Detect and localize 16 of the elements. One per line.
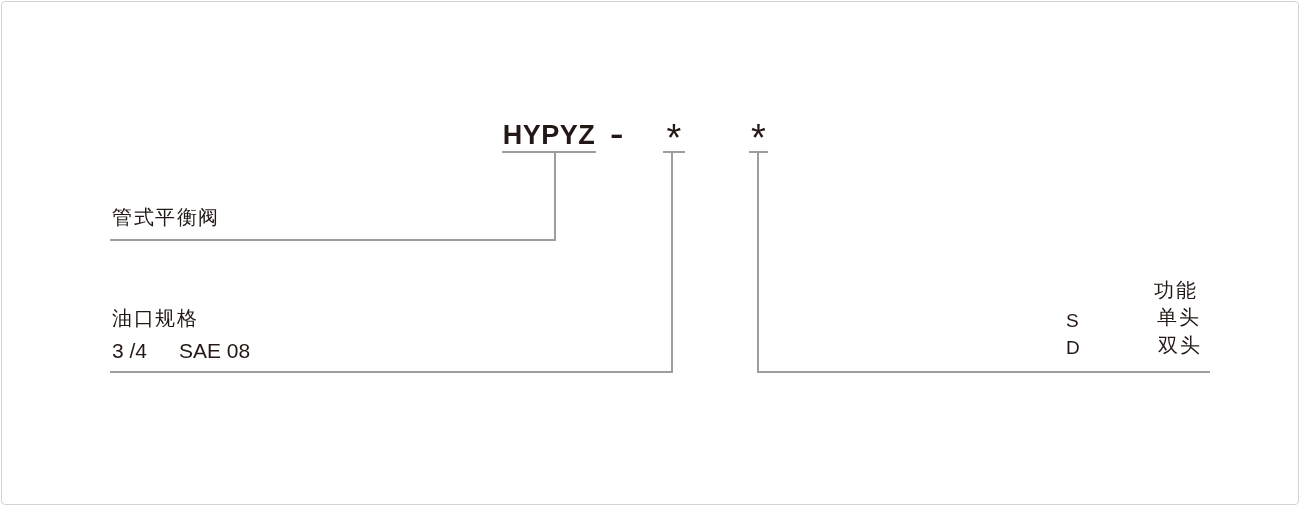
option-code: D xyxy=(1066,336,1080,360)
placeholder-field: * xyxy=(663,118,685,151)
leader-line xyxy=(109,151,597,241)
separator-dash: - xyxy=(610,119,624,152)
option-description: 双头 xyxy=(1158,332,1201,358)
field-heading: 油口规格 xyxy=(112,305,198,331)
option-description: 单头 xyxy=(1157,304,1200,330)
option-code: S xyxy=(1066,309,1079,333)
model-code: HYPYZ xyxy=(502,118,596,151)
field-heading: 功能 xyxy=(1154,277,1197,303)
option-code: 3 /4 xyxy=(112,338,148,364)
leader-line xyxy=(109,151,686,373)
leader-line xyxy=(748,151,1211,373)
category-label: 管式平衡阀 xyxy=(110,203,232,240)
option-description: SAE 08 xyxy=(179,338,251,364)
placeholder-field: * xyxy=(749,118,768,151)
